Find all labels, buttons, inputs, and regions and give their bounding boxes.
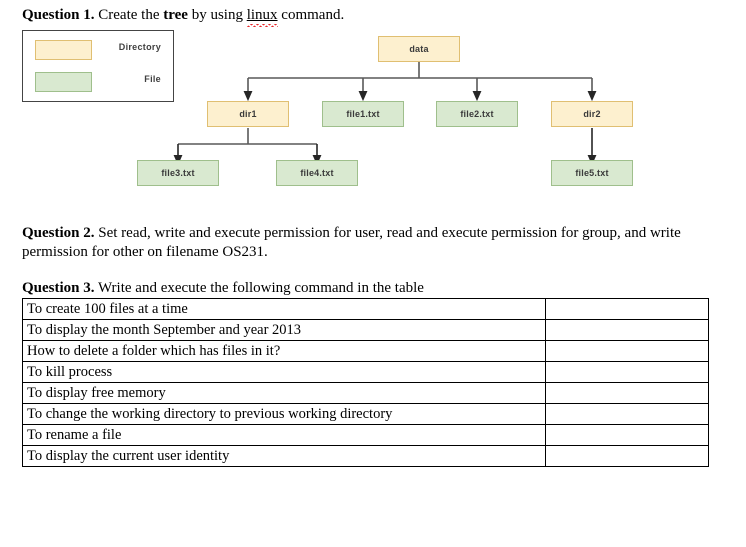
table-cell-task: To display the current user identity <box>22 445 546 467</box>
table-cell-answer[interactable] <box>545 445 709 467</box>
table-row: To display the month September and year … <box>22 319 709 341</box>
tree-node-file5[interactable]: file5.txt <box>551 160 633 186</box>
legend-row-file: File <box>23 70 173 94</box>
legend-row-directory: Directory <box>23 38 173 62</box>
table-cell-answer[interactable] <box>545 298 709 320</box>
tree-node-data[interactable]: data <box>378 36 460 62</box>
table-cell-answer[interactable] <box>545 382 709 404</box>
question-1-text-part-1: Create the <box>98 7 164 23</box>
table-row: To change the working directory to previ… <box>22 403 709 425</box>
tree-node-file3-label: file3.txt <box>161 168 195 178</box>
question-2-label: Question 2. <box>22 225 95 241</box>
tree-node-dir2-label: dir2 <box>583 109 601 119</box>
tree-node-file4[interactable]: file4.txt <box>276 160 358 186</box>
table-cell-answer[interactable] <box>545 319 709 341</box>
connector-data-to-children <box>243 62 597 102</box>
connector-dir1-to-children <box>173 128 322 166</box>
command-table-body: To create 100 files at a time To display… <box>22 298 709 467</box>
tree-node-file3[interactable]: file3.txt <box>137 160 219 186</box>
tree-node-dir2[interactable]: dir2 <box>551 101 633 127</box>
table-row: How to delete a folder which has files i… <box>22 340 709 362</box>
table-row: To display the current user identity <box>22 445 709 467</box>
table-cell-task: How to delete a folder which has files i… <box>22 340 546 362</box>
legend-label-file: File <box>144 74 161 84</box>
table-cell-task: To rename a file <box>22 424 546 446</box>
tree-node-file2[interactable]: file2.txt <box>436 101 518 127</box>
tree-node-file1[interactable]: file1.txt <box>322 101 404 127</box>
tree-node-dir1-label: dir1 <box>239 109 257 119</box>
legend-swatch-directory <box>35 40 92 60</box>
question-2-text: Set read, write and execute permission f… <box>22 225 681 260</box>
table-cell-task: To create 100 files at a time <box>22 298 546 320</box>
table-cell-answer[interactable] <box>545 361 709 383</box>
tree-node-dir1[interactable]: dir1 <box>207 101 289 127</box>
legend-box: Directory File <box>22 30 174 102</box>
table-cell-answer[interactable] <box>545 424 709 446</box>
legend-label-directory: Directory <box>118 42 161 52</box>
legend-swatch-file <box>35 72 92 92</box>
question-3-label: Question 3. <box>22 280 95 296</box>
question-1-label: Question 1. <box>22 7 95 23</box>
tree-node-file5-label: file5.txt <box>575 168 609 178</box>
question-3-text: Write and execute the following command … <box>94 280 424 296</box>
table-cell-task: To display the month September and year … <box>22 319 546 341</box>
table-row: To rename a file <box>22 424 709 446</box>
command-table: To create 100 files at a time To display… <box>22 298 709 467</box>
tree-node-file2-label: file2.txt <box>460 109 494 119</box>
question-1-misspelled-word: linux <box>246 7 278 27</box>
tree-node-data-label: data <box>409 44 429 54</box>
table-row: To kill process <box>22 361 709 383</box>
question-1-text-part-3: command. <box>277 7 345 23</box>
question-1-text-part-2: by using <box>187 7 247 23</box>
table-cell-task: To display free memory <box>22 382 546 404</box>
table-cell-task: To kill process <box>22 361 546 383</box>
tree-node-file1-label: file1.txt <box>346 109 380 119</box>
question-2-block: Question 2. Set read, write and execute … <box>22 224 729 262</box>
question-1-heading: Question 1. Create the tree by using lin… <box>22 7 345 27</box>
question-3-heading: Question 3. Write and execute the follow… <box>22 280 424 297</box>
table-cell-answer[interactable] <box>545 340 709 362</box>
table-row: To create 100 files at a time <box>22 298 709 320</box>
table-row: To display free memory <box>22 382 709 404</box>
table-cell-answer[interactable] <box>545 403 709 425</box>
tree-node-file4-label: file4.txt <box>300 168 334 178</box>
question-1-bold-word: tree <box>163 7 188 23</box>
table-cell-task: To change the working directory to previ… <box>22 403 546 425</box>
